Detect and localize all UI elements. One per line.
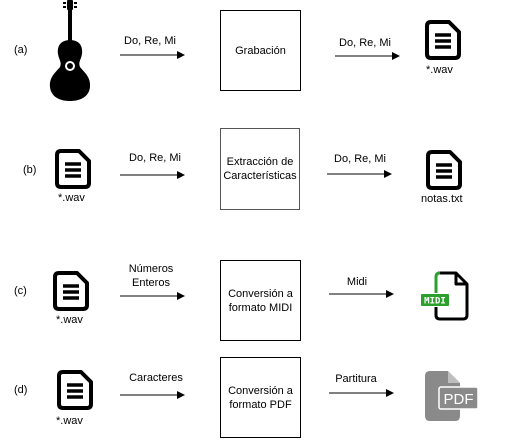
arrow-label-b1: Do, Re, Mi [129,152,181,164]
caption-b-output: notas.txt [421,193,463,205]
arrow-label-c1: Números Enteros [128,263,174,289]
document-icon [57,370,93,410]
pdf-badge-text: PDF [444,391,474,408]
row-label-c: (c) [14,285,27,297]
document-icon [53,271,89,311]
process-box-d-text: Conversión a formato PDF [228,384,293,411]
pdf-file-icon: PDF [425,371,479,421]
caption-b-input: *.wav [58,192,85,204]
arrow-label-a2: Do, Re, Mi [339,37,391,49]
arrow-b1 [120,171,185,179]
midi-badge-text: MIDI [424,297,446,307]
document-icon [425,20,461,60]
arrow-label-b2: Do, Re, Mi [334,153,386,165]
arrow-a2 [335,52,400,60]
process-box-d: Conversión a formato PDF [220,357,301,438]
arrow-label-c2: Midi [346,276,368,288]
arrow-d2 [329,389,394,397]
midi-file-icon: MIDI [421,271,469,321]
process-box-c: Conversión a formato MIDI [220,260,301,341]
row-label-d: (d) [14,384,28,396]
arrow-d1 [120,391,185,399]
process-box-b-text: Extracción de Características [223,156,297,182]
guitar-icon [49,0,91,101]
arrow-c1 [120,292,185,300]
arrow-label-a1: Do, Re, Mi [124,35,176,47]
process-box-a: Grabación [220,10,301,91]
process-box-b: Extracción de Características [220,128,300,210]
arrow-b2 [327,170,392,178]
row-label-a: (a) [14,44,28,56]
process-box-c-text: Conversión a formato MIDI [228,287,293,314]
row-label-b: (b) [23,164,37,176]
document-icon [55,149,91,189]
process-box-a-text: Grabación [235,44,286,57]
arrow-a1 [120,51,185,59]
arrow-label-d1: Caracteres [129,372,183,384]
caption-d-input: *.wav [56,415,83,427]
arrow-label-d2: Partitura [335,373,377,385]
caption-c-input: *.wav [56,314,83,326]
arrow-c2 [329,290,394,298]
caption-a-output: *.wav [426,64,453,76]
document-icon [426,150,462,190]
